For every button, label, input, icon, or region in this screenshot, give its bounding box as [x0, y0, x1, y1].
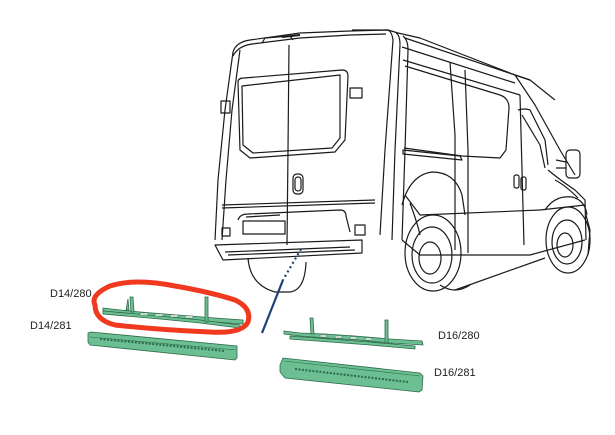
part-d14-281-tread[interactable]: [87, 331, 238, 361]
label-d16-280[interactable]: D16/280: [438, 330, 480, 342]
part-d16-281-tread[interactable]: [279, 357, 424, 393]
part-d16-280-bracket[interactable]: [283, 317, 424, 350]
label-d16-281[interactable]: D16/281: [434, 367, 476, 379]
label-d14-281[interactable]: D14/281: [30, 320, 72, 332]
leader-line: [260, 248, 302, 334]
label-d14-280[interactable]: D14/280: [50, 288, 92, 300]
part-d14-280-bracket[interactable]: [102, 296, 244, 329]
highlight-outline: [91, 279, 252, 335]
van-illustration: [214, 29, 591, 293]
